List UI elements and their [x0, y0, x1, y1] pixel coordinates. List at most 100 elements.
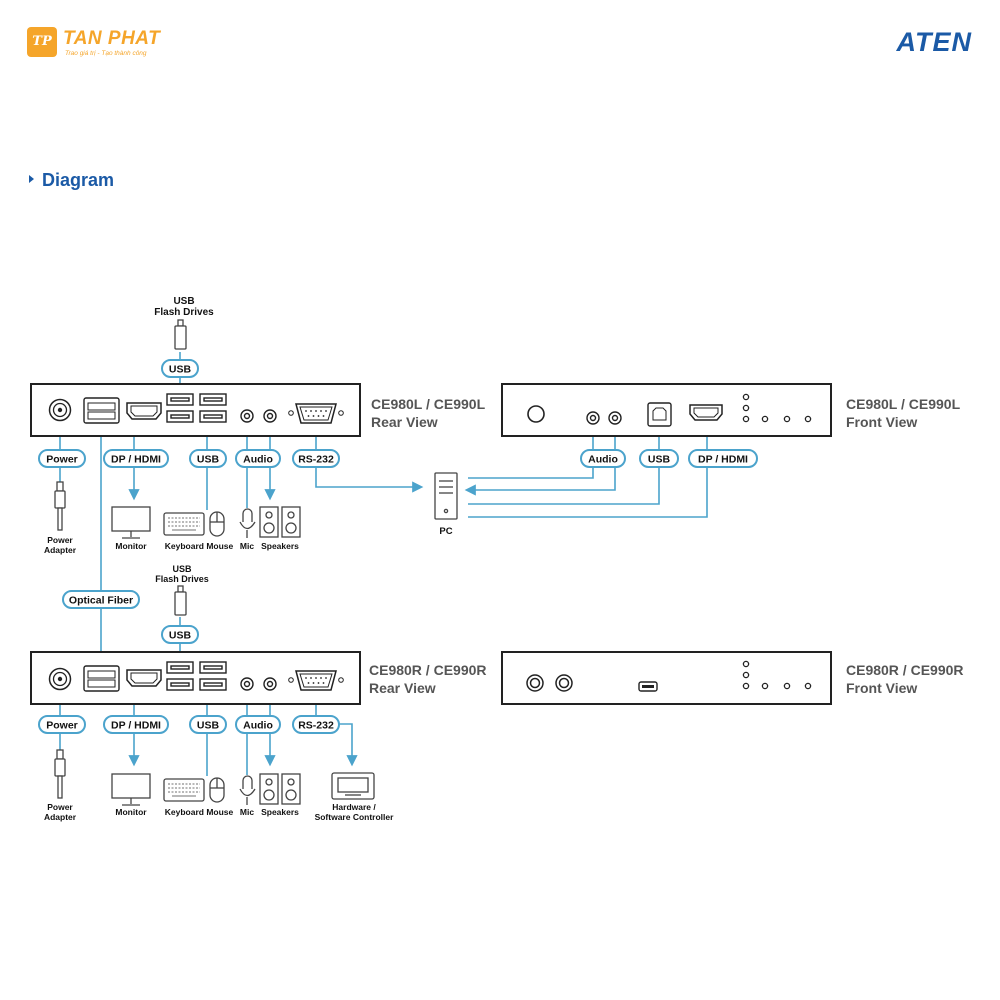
- svg-text:RS-232: RS-232: [298, 720, 334, 732]
- svg-text:DP / HDMI: DP / HDMI: [111, 454, 161, 466]
- pill-audio-front: Audio: [580, 449, 626, 468]
- pill-dp-hdmi-local: DP / HDMI: [103, 449, 169, 468]
- svg-text:USB: USB: [169, 630, 192, 642]
- power-adapter-label-line1: Power: [47, 802, 73, 812]
- svg-text:DP / HDMI: DP / HDMI: [111, 720, 161, 732]
- remote-front-unit-name: CE980R / CE990R: [846, 662, 964, 678]
- keyboard-mouse-icon: [163, 511, 225, 537]
- keyboard-mouse-icon: [163, 777, 225, 803]
- power-adapter-label-line1: Power: [47, 535, 73, 545]
- speakers-label: Speakers: [261, 807, 299, 817]
- serial-port-icon: [288, 670, 344, 691]
- front-audio-jacks-icon: [586, 411, 622, 425]
- dc-power-port-icon: [48, 667, 72, 691]
- usb-flash-label-line1: USB: [173, 296, 194, 307]
- line-pc-usb: [468, 467, 660, 505]
- speakers-label: Speakers: [261, 541, 299, 551]
- usb-flash-label-line1: USB: [172, 564, 192, 574]
- remote-front-chassis: [501, 651, 832, 705]
- svg-text:RS-232: RS-232: [298, 454, 334, 466]
- remote-front-unit: [501, 651, 832, 705]
- front-hdmi-port-icon: [689, 404, 723, 421]
- controller-icon: [331, 772, 375, 800]
- controller-label-line1: Hardware /: [332, 802, 376, 812]
- pill-usb-flash-remote: USB: [161, 625, 199, 644]
- tanphat-brand-name: TAN PHAT: [63, 28, 161, 49]
- pill-optical-fiber: Optical Fiber: [62, 590, 140, 609]
- pill-power-remote: Power: [38, 715, 86, 734]
- local-rear-unit-name: CE980L / CE990L: [371, 396, 486, 412]
- tanphat-logo-icon: TP: [27, 27, 57, 57]
- fiber-port-icon: [83, 665, 120, 692]
- pill-rs232-remote: RS-232: [292, 715, 340, 734]
- line-pc-dp: [468, 467, 708, 518]
- usb-b-port-icon: [647, 402, 672, 427]
- svg-text:Power: Power: [46, 720, 78, 732]
- hdmi-port-icon: [126, 669, 162, 687]
- pill-audio-local: Audio: [235, 449, 281, 468]
- local-front-chassis: [501, 383, 832, 437]
- local-rear-unit-view: Rear View: [371, 414, 438, 430]
- mic-label: Mic: [240, 807, 254, 817]
- usb-flash-label-line2: Flash Drives: [154, 307, 214, 318]
- line-pc-audio-1: [468, 467, 594, 479]
- fiber-port-icon: [83, 397, 120, 424]
- svg-text:Audio: Audio: [243, 720, 273, 732]
- audio-jacks-icon: [240, 677, 277, 691]
- triangle-marker-icon: [29, 175, 34, 183]
- mini-usb-port-icon: [638, 681, 658, 692]
- led-indicators-icon: [742, 660, 812, 690]
- remote-rear-unit-view: Rear View: [369, 680, 436, 696]
- serial-port-icon: [288, 403, 344, 424]
- usb-flash-drive-icon: [174, 319, 187, 350]
- remote-rear-unit-name: CE980R / CE990R: [369, 662, 487, 678]
- svg-text:Audio: Audio: [588, 454, 618, 466]
- monitor-icon: [111, 506, 151, 539]
- microphone-icon: [239, 775, 256, 805]
- svg-text:Power: Power: [46, 454, 78, 466]
- line-pc-audio-2: [464, 467, 616, 496]
- line-rs232-pc: [315, 467, 424, 493]
- pill-usb-local: USB: [189, 449, 227, 468]
- keyboard-mouse-label: Keyboard Mouse: [165, 541, 234, 551]
- local-rear-unit: [30, 383, 361, 437]
- usb-flash-drive-icon: [174, 585, 187, 616]
- knob-icon: [527, 405, 545, 423]
- svg-text:USB: USB: [169, 364, 192, 376]
- microphone-icon: [239, 508, 256, 538]
- svg-text:USB: USB: [197, 454, 220, 466]
- pill-usb-remote: USB: [189, 715, 227, 734]
- line-rs232-controller: [339, 723, 358, 767]
- pill-power-local: Power: [38, 449, 86, 468]
- speakers-icon: [259, 773, 301, 805]
- tanphat-tagline: Trao giá trị - Tạo thành công: [65, 50, 147, 57]
- monitor-label: Monitor: [115, 807, 147, 817]
- pc-tower-icon: [434, 472, 458, 520]
- svg-text:USB: USB: [648, 454, 671, 466]
- power-adapter-icon: [54, 749, 66, 799]
- svg-text:Optical Fiber: Optical Fiber: [69, 595, 133, 607]
- power-adapter-icon: [54, 481, 66, 531]
- monitor-label: Monitor: [115, 541, 147, 551]
- usb-ports-icon: [166, 393, 227, 423]
- svg-text:Audio: Audio: [243, 454, 273, 466]
- usb-flash-label-line2: Flash Drives: [155, 574, 209, 584]
- local-front-unit-name: CE980L / CE990L: [846, 396, 961, 412]
- dc-power-port-icon: [48, 398, 72, 422]
- local-front-unit-view: Front View: [846, 414, 917, 430]
- led-indicators-icon: [742, 393, 812, 423]
- audio-jacks-icon: [240, 409, 277, 423]
- port-label-pills: USB Power DP / HDMI USB Audio RS-232 Aud…: [38, 359, 758, 734]
- aten-logo: ATEN: [896, 27, 972, 57]
- section-title: Diagram: [42, 170, 115, 190]
- usb-ports-icon: [166, 661, 227, 691]
- pill-rs232-local: RS-232: [292, 449, 340, 468]
- controller-label-line2: Software Controller: [315, 812, 395, 822]
- svg-text:USB: USB: [197, 720, 220, 732]
- tanphat-logo: TP TAN PHAT Trao giá trị - Tạo thành côn…: [27, 27, 187, 67]
- pill-dp-hdmi-remote: DP / HDMI: [103, 715, 169, 734]
- monitor-icon: [111, 773, 151, 806]
- front-jacks-icon: [526, 674, 573, 692]
- mic-label: Mic: [240, 541, 254, 551]
